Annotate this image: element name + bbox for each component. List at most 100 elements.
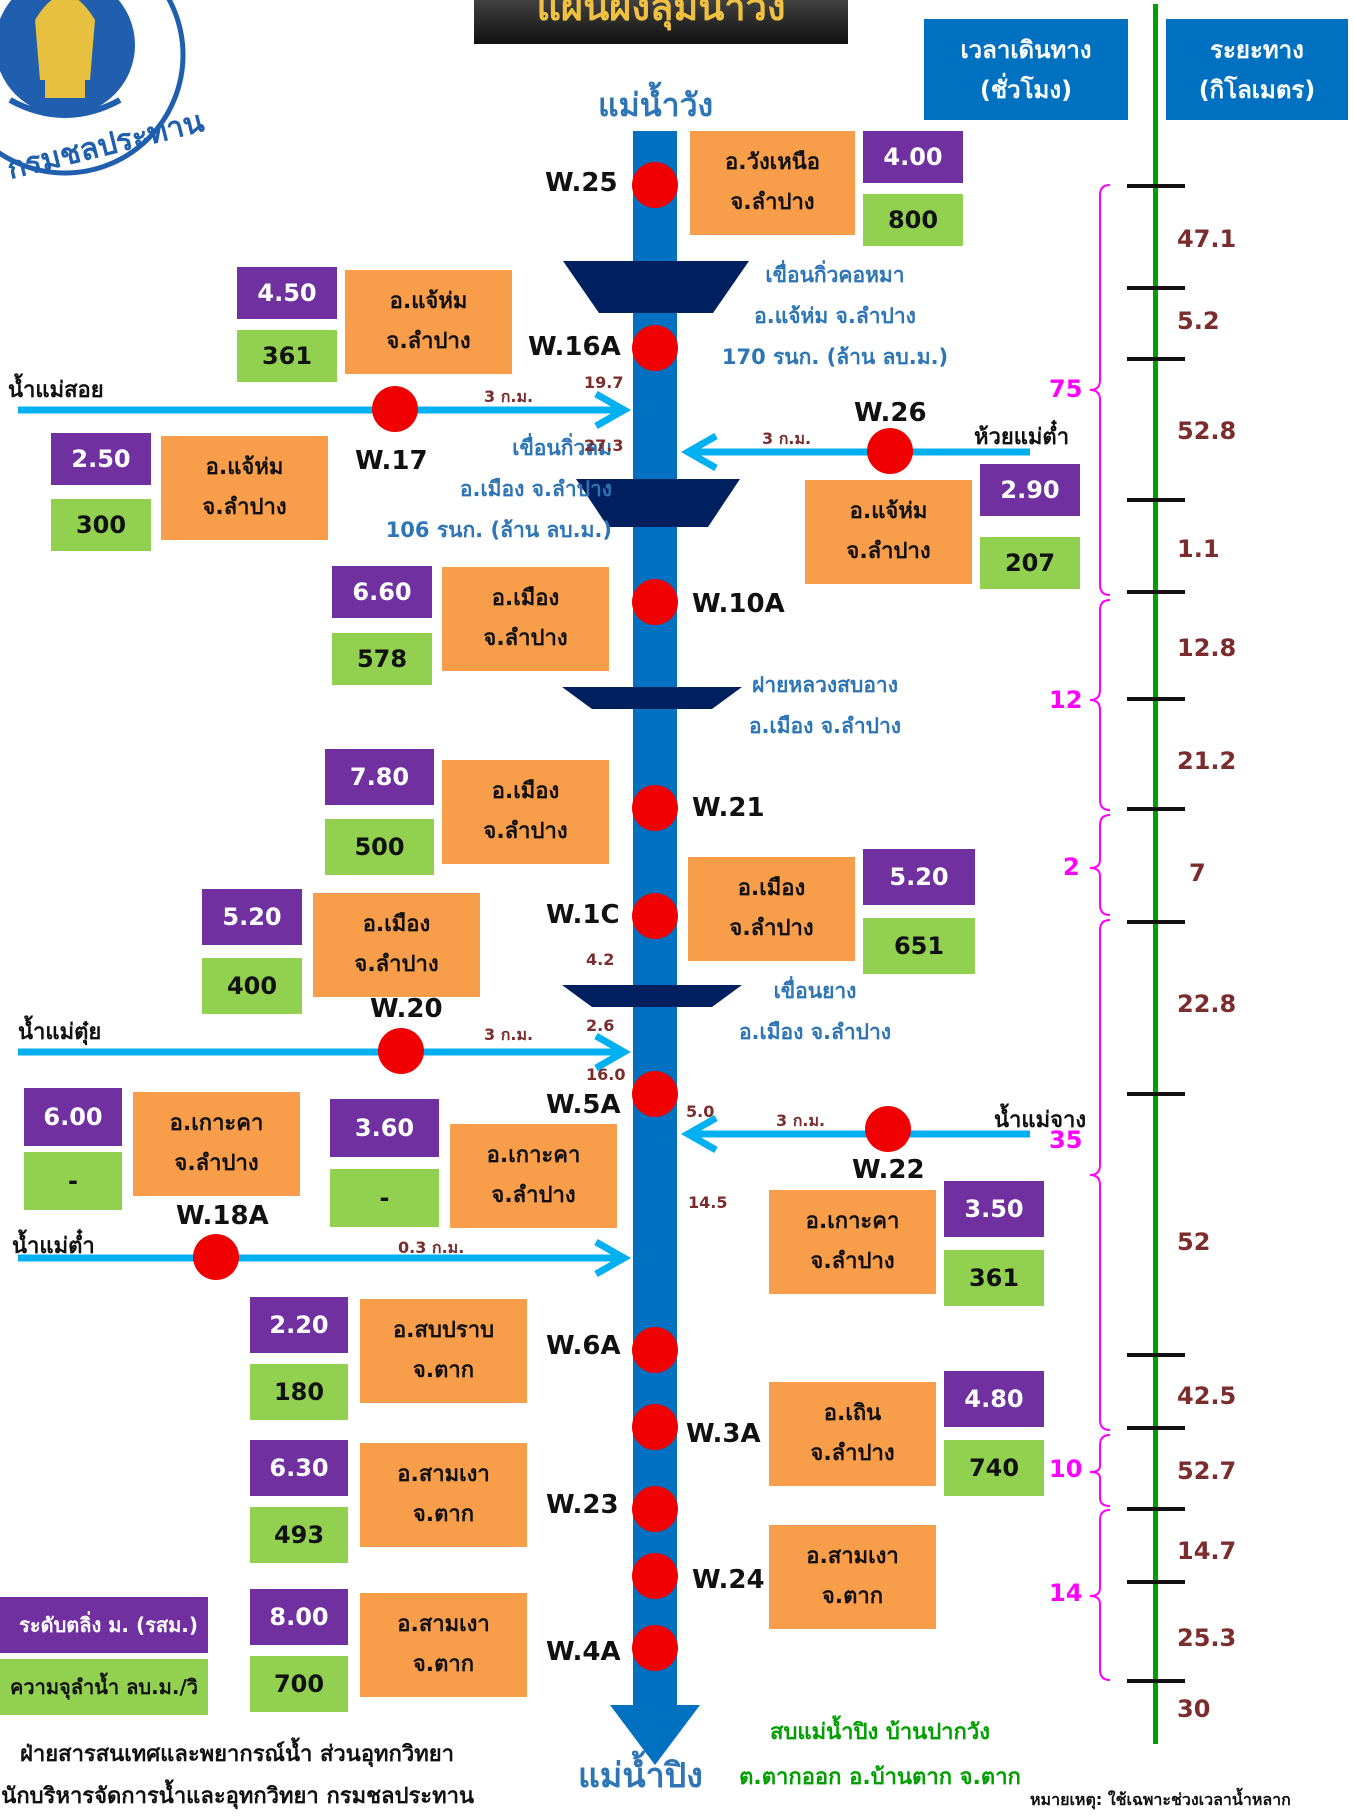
station-dot-w1c[interactable] [632, 893, 678, 939]
agency-logo: กรมชลประทาน [0, 0, 207, 187]
travel-hours: 2 [1063, 853, 1080, 881]
scale-tick [1127, 697, 1185, 701]
level-box-w23: 6.30 [250, 1440, 348, 1496]
scale-tick [1127, 1426, 1185, 1430]
scale-distance: 5.2 [1177, 307, 1220, 335]
level-box-w17: 2.50 [51, 433, 151, 485]
scale-line [1153, 4, 1158, 1744]
legend-level: ระดับตลิ่ง ม. (รสม.) [0, 1597, 208, 1653]
district-box-w5a: อ.เกาะคา จ.ลำปาง [450, 1124, 617, 1228]
tributary-mae-chang-dist: 3 ก.ม. [776, 1111, 826, 1130]
weir-sob-ang-label: ฝายหลวงสบอาง อ.เมือง จ.ลำปาง [748, 673, 902, 738]
station-code-w4a: W.4A [546, 1637, 621, 1667]
capacity-box-w6a: 180 [250, 1364, 348, 1420]
tributary-mae-tam-dist: 0.3 ก.ม. [398, 1238, 465, 1257]
level-box-w6a: 2.20 [250, 1297, 348, 1353]
capacity-box-w22: 361 [944, 1250, 1044, 1306]
segment-km: 2.6 [586, 1016, 615, 1035]
district-box-w10a: อ.เมือง จ.ลำปาง [442, 567, 609, 671]
weir-sob-ang [562, 687, 742, 713]
dam-kiw-lom [576, 479, 740, 531]
district-box-w21: อ.เมือง จ.ลำปาง [442, 760, 609, 864]
district-box-w16a: อ.แจ้ห่ม จ.ลำปาง [345, 270, 512, 374]
tributary-mae-tam-name: น้ำแม่ต๋ำ [12, 1234, 95, 1259]
confluence-label: สบแม่น้ำปิง บ้านปากวัง ต.ตากออก อ.บ้านตา… [739, 1720, 1021, 1790]
station-code-w6a: W.6A [546, 1331, 621, 1361]
station-dot-w24[interactable] [632, 1553, 678, 1599]
station-dot-w18a[interactable] [193, 1234, 239, 1280]
station-code-w26: W.26 [854, 398, 927, 428]
station-code-w22: W.22 [852, 1155, 925, 1185]
station-code-w24: W.24 [692, 1565, 765, 1595]
tributary-mae-chang [678, 1112, 1038, 1164]
level-box-w20: 5.20 [202, 889, 302, 945]
station-dot-w3a[interactable] [632, 1404, 678, 1450]
district-box-w17: อ.แจ้ห่ม จ.ลำปาง [161, 436, 328, 540]
station-dot-w20[interactable] [378, 1028, 424, 1074]
station-dot-w4a[interactable] [632, 1625, 678, 1671]
scale-distance: 52.8 [1177, 417, 1237, 445]
station-dot-w23[interactable] [632, 1486, 678, 1532]
scale-distance: 22.8 [1177, 990, 1237, 1018]
scale-distance: 52.7 [1177, 1457, 1237, 1485]
level-box-w10a: 6.60 [332, 566, 432, 618]
distance-header: ระยะทาง (กิโลเมตร) [1166, 19, 1348, 120]
river-top-label: แม่น้ำวัง [598, 86, 714, 124]
station-dot-w6a[interactable] [632, 1327, 678, 1373]
capacity-box-w17: 300 [51, 499, 151, 551]
segment-km: 4.2 [586, 950, 615, 969]
tributary-mae-chang-name: น้ำแม่จาง [994, 1108, 1087, 1133]
station-dot-w21[interactable] [632, 785, 678, 831]
page-title: แผนผังลุ่มน้ำวัง [536, 0, 786, 29]
scale-tick [1127, 1679, 1185, 1683]
travel-hours: 35 [1049, 1126, 1083, 1154]
level-box-w26: 2.90 [980, 464, 1080, 516]
level-box-w16a: 4.50 [237, 267, 337, 319]
river-arrow-head [610, 1705, 700, 1765]
district-box-w18a: อ.เกาะคา จ.ลำปาง [133, 1092, 300, 1196]
station-dot-w5a[interactable] [632, 1071, 678, 1117]
district-box-w25: อ.วังเหนือ จ.ลำปาง [690, 131, 855, 235]
scale-tick [1127, 1580, 1185, 1584]
footer-line1: ฝ่ายสารสนเทศและพยากรณ์น้ำ ส่วนอุทกวิทยา [20, 1742, 454, 1767]
capacity-box-w26: 207 [980, 537, 1080, 589]
capacity-box-w10a: 578 [332, 633, 432, 685]
capacity-box-w16a: 361 [237, 330, 337, 382]
district-box-w4a: อ.สามเงา จ.ตาก [360, 1593, 527, 1697]
segment-km: 5.0 [686, 1102, 715, 1121]
level-box-w18a: 6.00 [24, 1088, 122, 1146]
station-dot-w17[interactable] [372, 386, 418, 432]
station-dot-w10a[interactable] [632, 579, 678, 625]
scale-distance: 47.1 [1177, 225, 1237, 253]
capacity-box-w3a: 740 [944, 1440, 1044, 1496]
river-bottom-label: แม่น้ำปิง [578, 1756, 703, 1796]
dam-kiw-kho-ma [563, 261, 749, 317]
travel-hours: 75 [1049, 375, 1083, 403]
station-code-w21: W.21 [692, 793, 765, 823]
level-box-w1c: 5.20 [863, 849, 975, 905]
station-dot-w16a[interactable] [632, 325, 678, 371]
scale-tick [1127, 920, 1185, 924]
capacity-box-w20: 400 [202, 958, 302, 1014]
scale-tick [1127, 1092, 1185, 1096]
station-code-w1c: W.1C [546, 900, 620, 930]
station-dot-w26[interactable] [867, 428, 913, 474]
footer-note: หมายเหตุ: ใช้เฉพาะช่วงเวลาน้ำหลาก [1030, 1790, 1291, 1809]
footer-line2: สำนักบริหารจัดการน้ำและอุทกวิทยา กรมชลปร… [0, 1784, 474, 1809]
scale-distance: 52 [1177, 1228, 1211, 1256]
district-box-w3a: อ.เถิน จ.ลำปาง [769, 1382, 936, 1486]
travel-hours: 12 [1049, 686, 1083, 714]
travel-hours: 10 [1049, 1455, 1083, 1483]
station-dot-w22[interactable] [865, 1106, 911, 1152]
scale-distance: 7 [1189, 859, 1206, 887]
scale-tick [1127, 498, 1185, 502]
segment-km: 27.3 [584, 436, 624, 455]
scale-tick [1127, 286, 1185, 290]
level-box-w3a: 4.80 [944, 1371, 1044, 1427]
segment-km: 14.5 [688, 1193, 728, 1212]
station-dot-w25[interactable] [632, 162, 678, 208]
legend-capacity: ความจุลำน้ำ ลบ.ม./วิ [0, 1659, 208, 1715]
tributary-huai-mae-tam-dist: 3 ก.ม. [762, 429, 812, 448]
scale-distance: 14.7 [1177, 1537, 1237, 1565]
capacity-box-w5a: - [330, 1169, 439, 1227]
